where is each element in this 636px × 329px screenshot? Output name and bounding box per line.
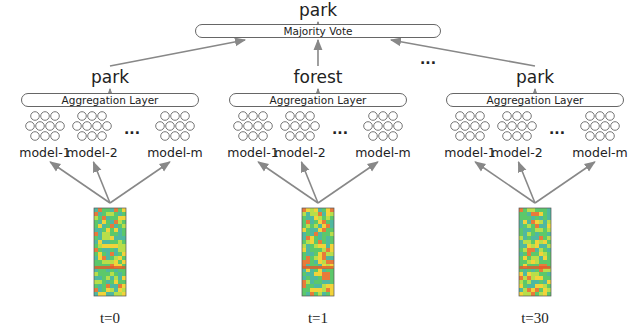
flow-arrow (317, 89, 319, 92)
node-text: park (516, 67, 554, 87)
node-text: Aggregation Layer (28, 94, 192, 106)
neural-net-icon (281, 112, 320, 141)
prediction-word: park (514, 67, 556, 87)
aggregation-box: Aggregation Layer (446, 93, 624, 107)
flow-arrow (534, 89, 536, 92)
model-label: model-2 (274, 145, 325, 160)
prediction-word: park (89, 67, 131, 87)
model-label: model-2 (66, 145, 117, 160)
flow-arrow (109, 89, 111, 92)
model-label: model-1 (444, 145, 495, 160)
model-label: model-1 (227, 145, 278, 160)
neural-net-icon (498, 112, 537, 141)
neural-net-icon (156, 112, 195, 141)
model-label: model-m (355, 145, 411, 160)
ellipsis: ··· (420, 55, 436, 71)
result-word: park (297, 0, 339, 20)
node-text: Aggregation Layer (453, 94, 617, 106)
neural-net-icon (451, 112, 490, 141)
neural-net-icon (364, 112, 403, 141)
time-label: t=1 (308, 310, 328, 327)
node-text: forest (294, 67, 343, 87)
node-text: park (91, 67, 129, 87)
input-arrow (318, 162, 378, 203)
model-label: model-m (572, 145, 628, 160)
neural-net-icon (73, 112, 112, 141)
vote-box: Majority Vote (195, 24, 441, 38)
ellipsis: ··· (124, 125, 140, 141)
aggregation-box: Aggregation Layer (229, 93, 407, 107)
input-arrow (475, 162, 535, 203)
spectrogram (519, 208, 551, 296)
flow-arrow (317, 22, 319, 23)
input-arrow (518, 162, 535, 203)
input-arrow (301, 162, 318, 203)
flow-arrow (391, 40, 535, 66)
aggregation-box: Aggregation Layer (21, 93, 199, 107)
ellipsis: ··· (332, 125, 348, 141)
model-label: model-2 (491, 145, 542, 160)
input-arrow (535, 162, 595, 203)
model-label: model-m (147, 145, 203, 160)
input-arrow (93, 162, 110, 203)
spectrogram (302, 208, 334, 296)
flow-arrow (110, 40, 245, 66)
neural-net-icon (234, 112, 273, 141)
time-label: t=30 (521, 310, 549, 327)
model-label: model-1 (19, 145, 70, 160)
node-text: Aggregation Layer (236, 94, 400, 106)
input-arrow (50, 162, 110, 203)
input-arrow (110, 162, 170, 203)
prediction-word: forest (292, 67, 345, 87)
spectrogram (94, 208, 126, 296)
input-arrow (258, 162, 318, 203)
ellipsis: ··· (549, 125, 565, 141)
time-label: t=0 (100, 310, 120, 327)
node-text: Majority Vote (202, 25, 434, 37)
node-text: park (299, 0, 337, 20)
neural-net-icon (581, 112, 620, 141)
flow-arrow (317, 40, 319, 66)
neural-net-icon (26, 112, 65, 141)
